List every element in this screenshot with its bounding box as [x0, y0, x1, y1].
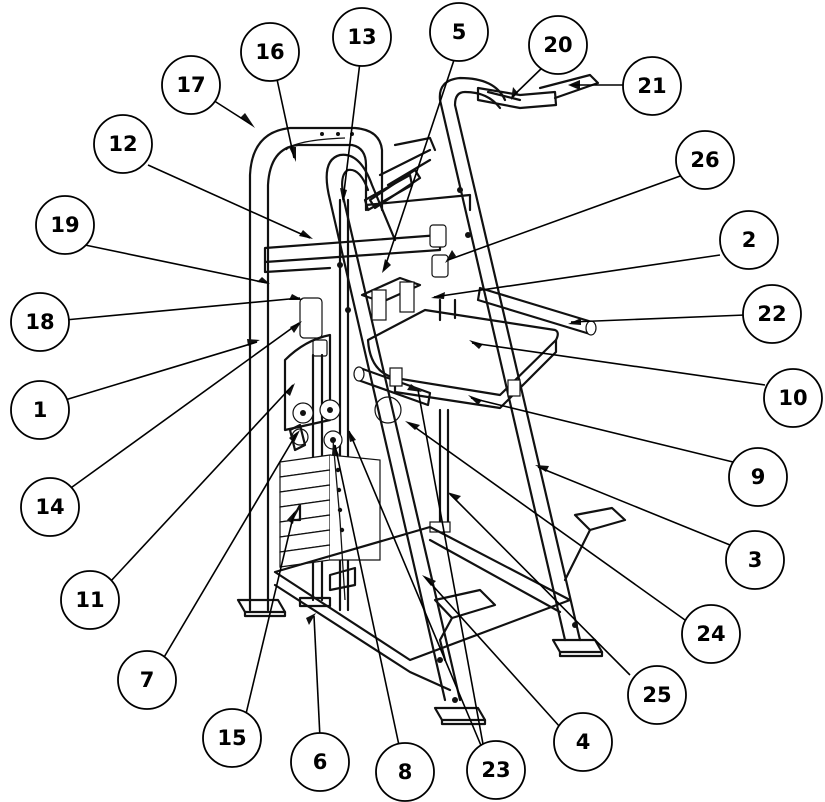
- floor-feet: [236, 596, 604, 726]
- callout-label: 13: [347, 25, 376, 49]
- callout-4: 4: [553, 712, 613, 772]
- callout-label: 11: [75, 588, 104, 612]
- callout-11: 11: [60, 570, 120, 630]
- callout-8: 8: [375, 742, 435, 802]
- callout-20: 20: [528, 15, 588, 75]
- callout-16: 16: [240, 22, 300, 82]
- callout-label: 8: [398, 760, 413, 784]
- callout-7: 7: [117, 650, 177, 710]
- callout-17: 17: [161, 55, 221, 115]
- callout-label: 15: [217, 726, 246, 750]
- callout-label: 2: [742, 228, 757, 252]
- callout-label: 20: [543, 33, 572, 57]
- callout-24: 24: [681, 604, 741, 664]
- callout-label: 18: [25, 310, 54, 334]
- callout-label: 24: [696, 622, 725, 646]
- dip-bars: [353, 173, 597, 407]
- top-handles: [476, 73, 600, 110]
- callout-5: 5: [429, 2, 489, 62]
- left-upright-frame: [248, 126, 384, 612]
- callout-12: 12: [93, 114, 153, 174]
- callout-label: 14: [35, 495, 64, 519]
- callout-21: 21: [622, 56, 682, 116]
- callout-label: 3: [748, 548, 763, 572]
- callout-label: 26: [690, 148, 719, 172]
- callout-9: 9: [728, 447, 788, 507]
- callout-label: 17: [176, 73, 205, 97]
- callout-13: 13: [332, 7, 392, 67]
- callout-label: 21: [637, 74, 666, 98]
- callout-1: 1: [10, 380, 70, 440]
- callout-label: 19: [50, 213, 79, 237]
- callout-6: 6: [290, 732, 350, 792]
- callout-label: 7: [140, 668, 155, 692]
- knee-pad: [360, 276, 559, 410]
- callout-label: 25: [642, 683, 671, 707]
- callout-25: 25: [627, 665, 687, 725]
- lower-frame: [273, 408, 572, 692]
- callout-14: 14: [20, 477, 80, 537]
- callout-label: 6: [313, 750, 328, 774]
- callout-22: 22: [742, 284, 802, 344]
- callout-3: 3: [725, 530, 785, 590]
- callouts: 17 16 13 5 20 21 12 26 19 2 18 22 1 10 9…: [10, 2, 823, 802]
- callout-18: 18: [10, 292, 70, 352]
- leader-lines: [64, 56, 766, 756]
- foot-pedals: [433, 506, 627, 662]
- callout-15: 15: [202, 708, 262, 768]
- callout-label: 10: [778, 386, 807, 410]
- callout-label: 12: [108, 132, 137, 156]
- callout-label: 9: [751, 465, 766, 489]
- callout-23: 23: [466, 740, 526, 800]
- callout-label: 16: [255, 40, 284, 64]
- callout-2: 2: [719, 210, 779, 270]
- callout-label: 4: [576, 730, 591, 754]
- callout-label: 23: [481, 758, 510, 782]
- weight-stack: [279, 454, 381, 568]
- callout-label: 22: [757, 302, 786, 326]
- callout-26: 26: [675, 130, 735, 190]
- callout-label: 1: [33, 398, 48, 422]
- callout-19: 19: [35, 195, 95, 255]
- upper-cross-frame: [263, 136, 472, 357]
- callout-label: 5: [452, 20, 467, 44]
- callout-10: 10: [763, 368, 823, 428]
